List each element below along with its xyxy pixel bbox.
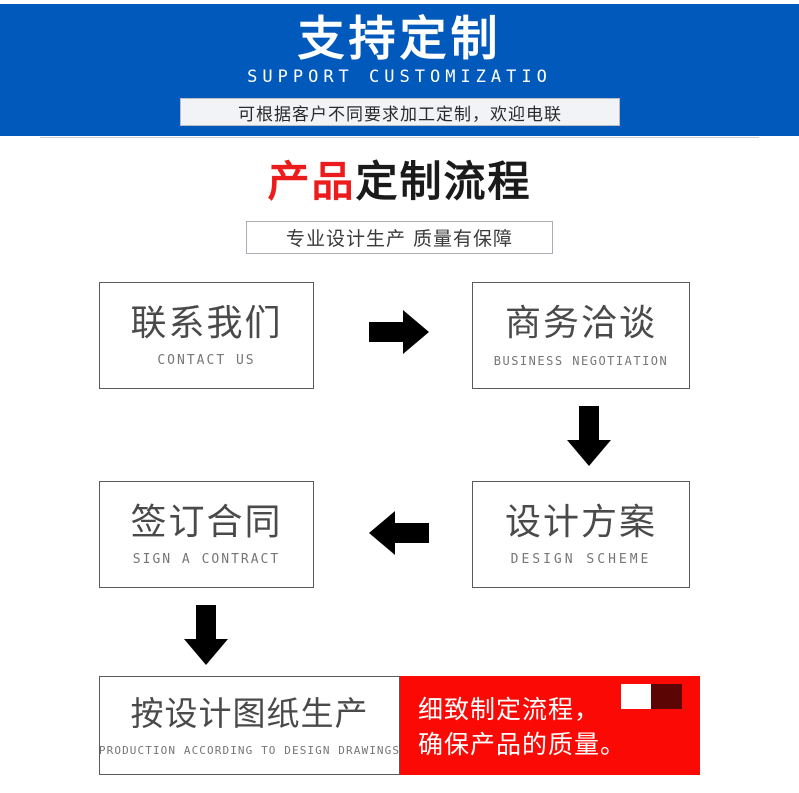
arrow-right-icon — [369, 310, 429, 354]
flow-step-label-cn: 商务洽谈 — [504, 303, 657, 344]
flow-step-label-en: BUSINESS NEGOTIATION — [493, 354, 669, 368]
flow-step-design-scheme: 设计方案 DESIGN SCHEME — [472, 481, 690, 588]
arrow-down-icon — [567, 406, 611, 466]
flow-step-label-en: DESIGN SCHEME — [510, 552, 652, 567]
flow-step-label-en: PRODUCTION ACCORDING TO DESIGN DRAWINGS — [98, 744, 401, 757]
flow-step-label-cn: 设计方案 — [504, 502, 657, 543]
page-title-accent: 产品 — [267, 157, 356, 206]
page-subtitle-box: 专业设计生产 质量有保障 — [246, 221, 553, 254]
banner-subtitle: SUPPORT CUSTOMIZATIO — [247, 67, 552, 87]
flow-step-label-cn: 按设计图纸生产 — [130, 694, 369, 733]
banner-tagline-text: 可根据客户不同要求加工定制，欢迎电联 — [238, 104, 562, 125]
page-subtitle-text: 专业设计生产 质量有保障 — [285, 228, 514, 250]
swatch-light — [621, 684, 651, 709]
callout-line-2: 确保产品的质量。 — [418, 730, 627, 759]
arrow-left-icon — [369, 511, 429, 555]
arrow-down-icon — [184, 605, 228, 665]
header-divider — [40, 137, 759, 138]
callout-text: 细致制定流程， 确保产品的质量。 — [418, 692, 626, 762]
flow-step-production: 按设计图纸生产 PRODUCTION ACCORDING TO DESIGN D… — [99, 676, 400, 775]
flow-step-contact-us: 联系我们 CONTACT US — [99, 282, 314, 389]
flow-step-label-cn: 签订合同 — [130, 502, 283, 543]
callout-panel: 细致制定流程， 确保产品的质量。 — [400, 676, 700, 775]
swatch-dark — [651, 684, 682, 709]
header-banner: 支持定制 SUPPORT CUSTOMIZATIO 可根据客户不同要求加工定制，… — [0, 4, 799, 136]
page-title: 产品定制流程 — [0, 155, 799, 209]
flow-step-sign-contract: 签订合同 SIGN A CONTRACT — [99, 481, 314, 588]
banner-title: 支持定制 — [297, 12, 502, 67]
flow-step-label-en: SIGN A CONTRACT — [132, 552, 281, 567]
flow-step-label-en: CONTACT US — [157, 353, 256, 368]
banner-tagline-box: 可根据客户不同要求加工定制，欢迎电联 — [180, 98, 620, 126]
callout-line-1: 细致制定流程， — [418, 695, 601, 724]
flow-step-label-cn: 联系我们 — [130, 303, 283, 344]
flow-step-business-negotiation: 商务洽谈 BUSINESS NEGOTIATION — [472, 282, 690, 389]
page-title-plain: 定制流程 — [355, 157, 532, 206]
